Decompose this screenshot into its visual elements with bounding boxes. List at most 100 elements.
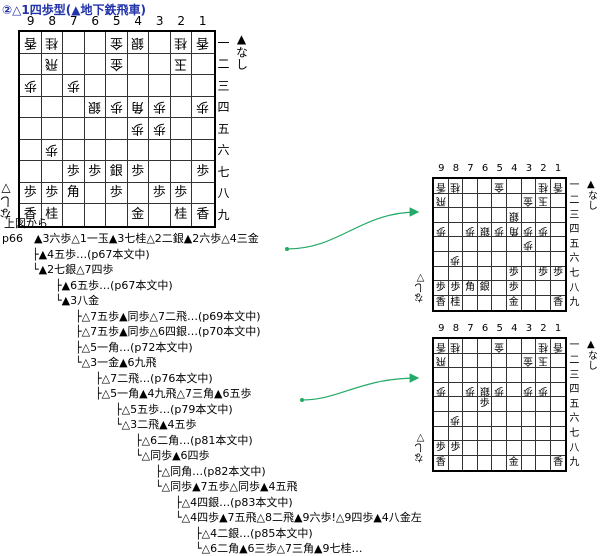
board-square [507, 368, 522, 383]
board-square: 歩 [170, 182, 192, 204]
shogi-piece: 金 [508, 457, 519, 469]
board-square [521, 412, 537, 427]
board-square [521, 281, 537, 296]
board-square: 金 [128, 204, 149, 226]
board-square: 歩 [434, 222, 449, 238]
shogi-piece: 歩 [450, 281, 461, 293]
file-label: 5 [496, 323, 503, 334]
board-square: 歩 [536, 222, 551, 238]
board-square: 飛 [434, 353, 449, 369]
board-square: 香 [20, 32, 42, 54]
board-square: 歩 [492, 382, 507, 398]
rank-label: 二 [217, 57, 230, 72]
move-line: └▲2七銀△7四歩 [32, 263, 114, 276]
board-square [106, 204, 128, 226]
board-square [20, 118, 42, 140]
board-square: 歩 [149, 118, 171, 140]
board-square: 金 [106, 32, 128, 54]
board-square: 銀 [127, 32, 149, 54]
board-square: 香 [434, 179, 449, 194]
hand-gote: ▲なし [585, 339, 597, 370]
board-square [149, 53, 171, 75]
shogi-piece: 歩 [479, 398, 490, 410]
board-square [550, 354, 566, 369]
board-square [448, 208, 464, 223]
shogi-piece: 香 [553, 297, 564, 309]
board-square [463, 455, 478, 471]
board-square [149, 75, 171, 97]
board-square: 歩 [149, 182, 171, 204]
board-square [521, 441, 537, 456]
rank-label: 七 [569, 427, 580, 439]
shogi-piece: 角 [464, 281, 475, 293]
board-square [41, 161, 63, 183]
board-square: 香 [20, 204, 42, 226]
board-square: 桂 [448, 339, 464, 354]
board-square: 歩 [448, 252, 464, 267]
board-square [106, 75, 128, 97]
rank-label: 三 [569, 369, 580, 381]
board-square: 香 [192, 204, 214, 226]
board-square [448, 222, 464, 238]
board-square [550, 383, 566, 398]
file-label: 7 [69, 14, 78, 28]
board-square: 銀 [507, 208, 522, 223]
file-label: 8 [452, 163, 460, 174]
shogi-piece: 歩 [109, 185, 123, 201]
file-label: 7 [467, 323, 474, 334]
board-square [477, 368, 493, 383]
file-label: 6 [481, 323, 489, 334]
board-square [536, 208, 551, 223]
board-square [434, 252, 449, 267]
board-square: 歩 [434, 382, 449, 398]
shogi-piece: 銀 [109, 163, 123, 179]
board-square [536, 426, 551, 442]
file-label: 3 [155, 14, 164, 28]
board-square [63, 204, 85, 226]
board-square: 桂 [171, 204, 192, 226]
board-square [127, 182, 149, 204]
move-line: p66 ▲3六歩△1一玉▲3七桂△2二銀▲2六歩△4三金 [2, 232, 259, 245]
board-square [84, 53, 106, 75]
board-square [448, 193, 464, 209]
board-square [507, 353, 522, 369]
file-label: 4 [511, 323, 518, 334]
board-square [536, 252, 551, 267]
board-square [463, 368, 478, 383]
rank-label: 九 [569, 297, 580, 309]
board-square [463, 252, 478, 267]
rank-label: 二 [569, 194, 580, 206]
board-square: 香 [550, 339, 566, 354]
rank-label: 八 [569, 442, 580, 454]
rank-label: 五 [569, 238, 580, 250]
shogi-piece: 歩 [435, 441, 446, 453]
board-square: 歩 [521, 222, 537, 238]
board-square: 歩 [448, 281, 464, 296]
board-square [448, 382, 464, 398]
move-line: ├△6二角…(p81本文中) [135, 434, 253, 447]
rank-label: 五 [217, 121, 230, 136]
shogi-piece: 金 [508, 297, 519, 309]
rank-label: 七 [217, 164, 230, 179]
move-line: ├△5一角▲4九飛△7三角▲6五歩 [95, 387, 252, 400]
arrow-origin-bottom [300, 398, 304, 402]
board-square [463, 353, 478, 369]
board-square [63, 118, 85, 140]
board-square [507, 252, 522, 267]
board-square [492, 353, 507, 369]
move-line: ├▲6五歩…(p67本文中) [55, 279, 173, 292]
board-square [20, 161, 42, 183]
rank-label: 一 [217, 35, 230, 50]
board-square [492, 441, 507, 456]
board-square: 角 [463, 281, 478, 296]
board-square [536, 412, 551, 427]
board-square: 歩 [507, 266, 522, 282]
board-square [463, 295, 478, 311]
board-square [550, 223, 566, 238]
board-square [84, 32, 106, 54]
board-square [492, 397, 507, 412]
board-square [192, 118, 214, 140]
board-square [127, 75, 149, 97]
board-square [170, 139, 192, 161]
